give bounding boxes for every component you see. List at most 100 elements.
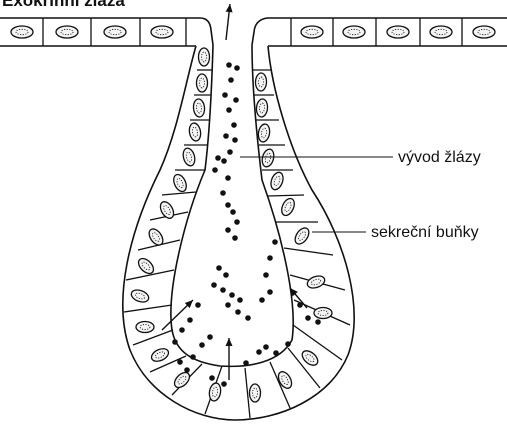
nucleus-outline [197, 74, 208, 92]
granule [209, 375, 215, 381]
cell-nucleus [11, 26, 33, 38]
cell-divider [284, 248, 333, 255]
cell-nucleus [279, 197, 297, 218]
granule [227, 149, 233, 155]
granule [222, 92, 228, 98]
nucleus-outline [256, 99, 269, 118]
nucleus-outline [199, 48, 210, 66]
nucleus-outline [151, 26, 173, 38]
cell-nucleus [193, 99, 206, 118]
nucleus-outline [260, 148, 275, 168]
nucleus-outline [193, 99, 206, 118]
cell-nucleus [260, 148, 275, 168]
granule [232, 235, 238, 241]
granule [263, 344, 269, 350]
granule [226, 62, 232, 68]
nucleus-outline [314, 308, 332, 319]
granule [221, 158, 227, 164]
secretion-arrow [226, 338, 233, 380]
granule [267, 255, 273, 261]
nucleus-outline [250, 384, 261, 402]
cell-nucleus [300, 348, 321, 368]
granule [221, 381, 227, 387]
granule [233, 97, 239, 103]
cell-nucleus [104, 26, 126, 38]
cell-nucleus [151, 26, 173, 38]
cell-nucleus [301, 26, 323, 38]
nucleus-outline [136, 322, 154, 333]
cell-nucleus [255, 73, 267, 91]
cell-nucleus [306, 274, 327, 290]
nucleus-outline [255, 73, 267, 91]
granule [230, 209, 236, 215]
granule [184, 367, 190, 373]
cell-nucleus [130, 288, 151, 304]
nucleus-outline [11, 26, 33, 38]
granule [225, 202, 231, 208]
nucleus-outline [257, 123, 271, 143]
cell-nucleus [250, 384, 261, 402]
granule [229, 292, 235, 298]
cell-divider [293, 325, 342, 360]
granule [172, 339, 178, 345]
nucleus-outline [300, 348, 321, 368]
cell-divider [162, 192, 196, 195]
nucleus-outline [188, 122, 202, 142]
nucleus-outline [171, 173, 189, 194]
cell-nucleus [276, 369, 295, 390]
granule [216, 265, 222, 271]
nucleus-outline [292, 225, 311, 246]
cell-nucleus [199, 48, 210, 66]
granule [272, 239, 278, 245]
cell-nucleus [257, 123, 271, 143]
nucleus-outline [172, 370, 193, 391]
granule [207, 334, 213, 340]
granule [315, 319, 321, 325]
granule [220, 287, 226, 293]
secretory-cells-label: sekreční buňky [371, 224, 479, 242]
nucleus-outline [130, 288, 151, 304]
duct-label: vývod žlázy [398, 149, 481, 167]
granule [235, 309, 241, 315]
granule [225, 227, 231, 233]
nucleus-outline [136, 256, 157, 277]
granule [187, 317, 193, 323]
cell-nucleus [343, 26, 365, 38]
cell-divider [124, 305, 172, 312]
arrow-head [226, 338, 233, 346]
nucleus-outline [208, 382, 222, 402]
granule [177, 359, 183, 365]
granule [215, 155, 221, 161]
secretion-arrow [162, 300, 193, 330]
cell-nucleus [473, 26, 495, 38]
nucleus-outline [276, 369, 295, 390]
cell-nucleus [387, 26, 409, 38]
granule [228, 77, 234, 83]
granule [273, 350, 279, 356]
cell-nucleus [136, 322, 154, 333]
granule [263, 272, 269, 278]
granule [285, 341, 291, 347]
granule [212, 167, 218, 173]
cell-nucleus [188, 122, 202, 142]
cell-nucleus [292, 225, 311, 246]
arrow-head [226, 4, 233, 12]
nucleus-outline [387, 26, 409, 38]
label-leader-lines [240, 157, 393, 232]
cell-nucleus [197, 74, 208, 92]
cell-nucleus [56, 26, 78, 38]
granule [243, 360, 249, 366]
granule [226, 107, 232, 113]
nucleus-outline [269, 171, 285, 192]
nucleus-outline [279, 197, 297, 218]
cell-divider [268, 195, 304, 196]
granule [211, 282, 217, 288]
nucleus-outline [343, 26, 365, 38]
granule [256, 349, 262, 355]
nucleus-outline [181, 147, 196, 167]
granule [225, 175, 231, 181]
cell-nucleus [136, 256, 157, 277]
cell-nucleus [172, 370, 193, 391]
cell-nucleus [181, 147, 196, 167]
